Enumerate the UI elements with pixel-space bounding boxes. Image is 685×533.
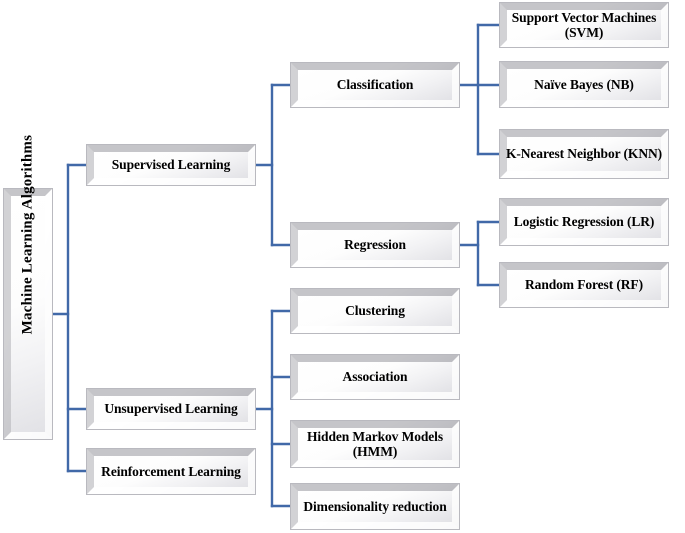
node-knn[interactable]: K-Nearest Neighbor (KNN) bbox=[499, 129, 669, 179]
node-classification[interactable]: Classification bbox=[290, 62, 460, 108]
node-association[interactable]: Association bbox=[290, 354, 460, 400]
node-association-label: Association bbox=[342, 369, 408, 385]
node-clustering-label: Clustering bbox=[345, 303, 405, 319]
node-unsupervised-learning-label: Unsupervised Learning bbox=[104, 401, 238, 417]
node-unsupervised-learning[interactable]: Unsupervised Learning bbox=[86, 388, 256, 430]
node-knn-label: K-Nearest Neighbor (KNN) bbox=[505, 146, 663, 162]
node-regression[interactable]: Regression bbox=[290, 222, 460, 268]
node-logistic-regression-label: Logistic Regression (LR) bbox=[513, 214, 655, 230]
node-reinforcement-learning[interactable]: Reinforcement Learning bbox=[86, 448, 256, 495]
node-hmm-label: Hidden Markov Models (HMM) bbox=[306, 428, 443, 459]
node-classification-label: Classification bbox=[336, 77, 414, 93]
node-root-label: Machine Learning Algorithms bbox=[19, 134, 36, 334]
node-dimensionality-reduction-label: Dimensionality reduction bbox=[303, 498, 447, 514]
node-clustering[interactable]: Clustering bbox=[290, 288, 460, 334]
node-random-forest[interactable]: Random Forest (RF) bbox=[499, 262, 669, 308]
node-root[interactable]: Machine Learning Algorithms bbox=[3, 134, 53, 440]
node-regression-label: Regression bbox=[344, 237, 406, 253]
node-logistic-regression[interactable]: Logistic Regression (LR) bbox=[499, 198, 669, 246]
node-hmm[interactable]: Hidden Markov Models (HMM) bbox=[290, 420, 460, 468]
node-random-forest-label: Random Forest (RF) bbox=[525, 277, 643, 293]
node-supervised-learning[interactable]: Supervised Learning bbox=[86, 144, 256, 186]
node-naive-bayes-label: Naïve Bayes (NB) bbox=[534, 76, 634, 92]
node-supervised-learning-label: Supervised Learning bbox=[111, 157, 231, 173]
node-svm[interactable]: Support Vector Machines (SVM) bbox=[499, 2, 669, 48]
node-naive-bayes[interactable]: Naïve Bayes (NB) bbox=[499, 61, 669, 108]
node-dimensionality-reduction[interactable]: Dimensionality reduction bbox=[290, 483, 460, 530]
node-svm-label: Support Vector Machines (SVM) bbox=[511, 9, 657, 40]
node-reinforcement-learning-label: Reinforcement Learning bbox=[101, 463, 241, 479]
